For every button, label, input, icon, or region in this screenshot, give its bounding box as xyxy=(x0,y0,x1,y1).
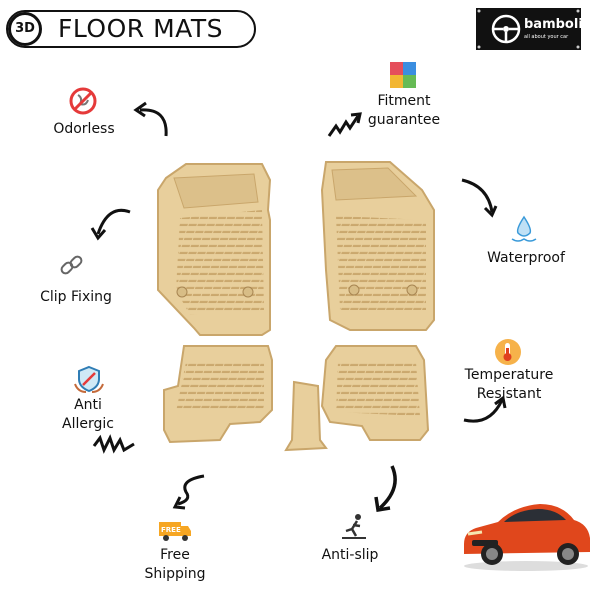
delivery-truck-icon: FREE xyxy=(159,522,191,541)
temperature-line-2: Resistant xyxy=(476,386,542,402)
water-drop-icon xyxy=(511,215,537,242)
floor-mats-image xyxy=(157,161,435,452)
brand-name: bamboli xyxy=(524,17,583,32)
curved-arrow-icon xyxy=(90,208,131,241)
anti-allergic-line-2: Allergic xyxy=(62,416,114,432)
temperature-line-1: Temperature xyxy=(464,367,554,383)
steering-wheel-icon xyxy=(477,9,580,49)
feature-temperature: Temperature Resistant xyxy=(454,366,564,404)
rear-center-mat xyxy=(284,380,328,452)
car-image xyxy=(464,504,590,571)
truck-free-text: FREE xyxy=(161,526,181,534)
feature-fitment: Fitment guarantee xyxy=(356,92,452,130)
curved-arrow-icon xyxy=(461,178,498,218)
feature-odorless: Odorless xyxy=(53,121,115,137)
free-shipping-line-1: Free xyxy=(160,547,190,563)
slip-person-icon xyxy=(342,514,366,539)
feature-anti-slip: Anti-slip xyxy=(321,547,379,563)
title-pill xyxy=(6,10,256,48)
squiggle-icon xyxy=(92,434,135,454)
feature-free-shipping: Free Shipping xyxy=(130,546,220,584)
anti-allergic-line-1: Anti xyxy=(74,397,102,413)
chain-link-icon xyxy=(60,255,83,275)
curved-arrow-icon xyxy=(374,465,397,513)
squiggle-arrow-icon xyxy=(327,112,362,137)
squiggle-arrow-icon xyxy=(172,474,205,510)
puzzle-icon xyxy=(390,62,416,88)
curved-arrow-icon xyxy=(133,101,168,137)
feature-waterproof: Waterproof xyxy=(487,250,565,266)
fitment-line-2: guarantee xyxy=(367,112,441,128)
free-shipping-line-2: Shipping xyxy=(144,566,206,582)
page-title: FLOOR MATS xyxy=(58,14,223,43)
badge-3d: 3D xyxy=(8,12,42,46)
allergen-shield-icon xyxy=(74,365,104,393)
brand-logo: bamboli all about your car xyxy=(476,8,583,50)
feature-anti-allergic: Anti Allergic xyxy=(46,396,130,434)
fitment-line-1: Fitment xyxy=(377,93,431,109)
no-odor-icon xyxy=(69,87,97,115)
thermometer-icon xyxy=(495,339,521,365)
brand-tagline: all about your car xyxy=(524,34,569,40)
feature-clip-fixing: Clip Fixing xyxy=(40,289,112,305)
curved-arrow-icon xyxy=(463,395,507,423)
